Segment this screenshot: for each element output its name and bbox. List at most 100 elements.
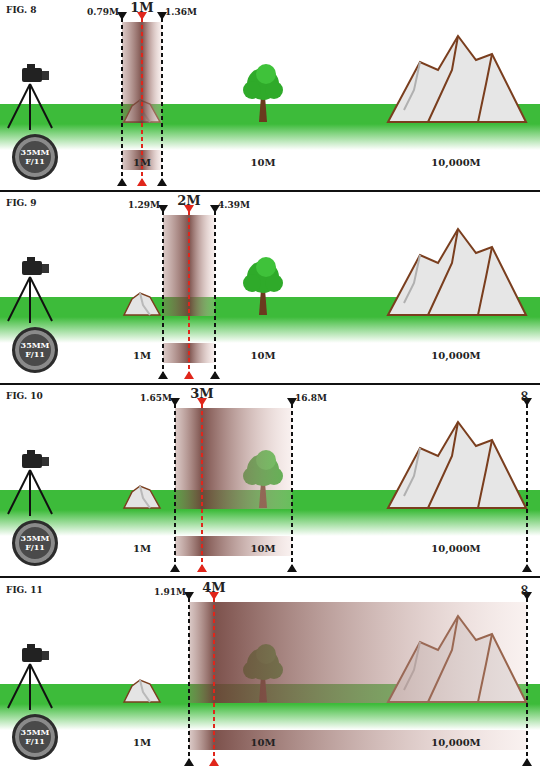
tripod-leg xyxy=(30,470,52,514)
rock-shade xyxy=(140,293,150,315)
dof-band xyxy=(214,602,527,703)
tripod-leg xyxy=(29,664,31,710)
distance-label: 1M xyxy=(133,350,151,361)
camera-body xyxy=(22,68,42,82)
limit-line xyxy=(188,598,190,760)
distance-label: 10,000M xyxy=(431,543,480,554)
rock xyxy=(124,486,160,508)
dof-bar xyxy=(189,730,214,750)
arrowhead xyxy=(197,564,207,572)
lens-badge: 35MM F/11 xyxy=(12,520,58,566)
tree-canopy xyxy=(256,64,276,84)
tripod-leg xyxy=(30,664,52,708)
infinity-mark: ∞ xyxy=(517,390,534,403)
ground-fade xyxy=(0,124,540,150)
camera-lens xyxy=(42,71,49,80)
focus-line xyxy=(141,18,143,180)
dof-band xyxy=(122,22,142,123)
distance-label: 1M xyxy=(133,737,151,748)
ground-fade xyxy=(0,704,540,730)
tree-canopy xyxy=(256,257,276,277)
arrowhead xyxy=(184,371,194,379)
camera-viewfinder xyxy=(27,64,35,69)
tree-canopy xyxy=(243,274,261,292)
distance-label: 10M xyxy=(251,737,276,748)
lens-badge: 35MM F/11 xyxy=(12,134,58,180)
limit-line xyxy=(214,211,216,373)
camera-lens xyxy=(42,651,49,660)
rock xyxy=(124,293,160,315)
tripod-leg xyxy=(8,277,30,321)
lens-spec: 35MM F/11 xyxy=(18,728,52,746)
arrowhead xyxy=(210,371,220,379)
camera-body xyxy=(22,648,42,662)
limit-line xyxy=(161,18,163,180)
limit-line xyxy=(174,404,176,566)
distance-label: 10M xyxy=(251,543,276,554)
mountain-ridge xyxy=(428,36,458,122)
distance-label: 10M xyxy=(251,350,276,361)
arrowhead xyxy=(522,758,532,766)
mountain-shade xyxy=(404,62,420,110)
distance-label: 1M xyxy=(133,157,151,168)
ground-fade xyxy=(0,317,540,343)
dof-band xyxy=(163,215,189,316)
near-limit: 1.65M xyxy=(140,394,172,404)
mountain xyxy=(388,229,526,315)
focus-line xyxy=(201,404,203,566)
lens-spec: 35MM F/11 xyxy=(18,148,52,166)
arrowhead xyxy=(287,564,297,572)
focus-distance: 3M xyxy=(190,387,213,401)
lens-spec: 35MM F/11 xyxy=(18,534,52,552)
mountain-ridge xyxy=(428,422,458,508)
dof-bar xyxy=(163,343,189,363)
figure-number: FIG. 10 xyxy=(6,392,43,402)
dof-band xyxy=(175,408,202,509)
near-limit: 1.29M xyxy=(128,201,160,211)
limit-line xyxy=(162,211,164,373)
far-limit: 16.8M xyxy=(295,394,327,404)
camera-viewfinder xyxy=(27,644,35,649)
figure-number: FIG. 9 xyxy=(6,199,37,209)
dof-band xyxy=(202,408,292,509)
mountain xyxy=(388,36,526,122)
limit-line xyxy=(121,18,123,180)
mountain-shade xyxy=(404,255,420,303)
dof-bar xyxy=(214,730,527,750)
lens-badge: 35MM F/11 xyxy=(12,327,58,373)
camera-lens xyxy=(42,457,49,466)
arrowhead xyxy=(158,371,168,379)
camera-body xyxy=(22,261,42,275)
arrowhead xyxy=(184,758,194,766)
focus-distance: 4M xyxy=(202,581,225,595)
near-limit: 1.91M xyxy=(154,588,186,598)
tripod-leg xyxy=(8,470,30,514)
distance-label: 10,000M xyxy=(431,737,480,748)
arrowhead xyxy=(209,758,219,766)
limit-line xyxy=(526,404,528,566)
focus-distance: 2M xyxy=(177,194,200,208)
ground-fade xyxy=(0,510,540,536)
focus-line xyxy=(188,211,190,373)
dof-band xyxy=(189,215,215,316)
distance-label: 10,000M xyxy=(431,157,480,168)
arrowhead xyxy=(137,178,147,186)
mountain-ridge xyxy=(478,440,492,508)
near-limit: 0.79M xyxy=(87,8,119,18)
tripod-leg xyxy=(8,84,30,128)
camera-viewfinder xyxy=(27,450,35,455)
limit-line xyxy=(526,598,528,760)
focus-distance: 1M xyxy=(130,1,153,15)
dof-bar xyxy=(202,536,292,556)
mountain-shade xyxy=(404,448,420,496)
figure-number: FIG. 11 xyxy=(6,586,43,596)
figure-number: FIG. 8 xyxy=(6,6,37,16)
arrowhead xyxy=(157,178,167,186)
tripod-leg xyxy=(29,470,31,516)
dof-band xyxy=(142,22,162,123)
tripod-leg xyxy=(8,664,30,708)
panel-divider xyxy=(0,576,540,578)
mountain xyxy=(388,422,526,508)
dof-band xyxy=(189,602,214,703)
